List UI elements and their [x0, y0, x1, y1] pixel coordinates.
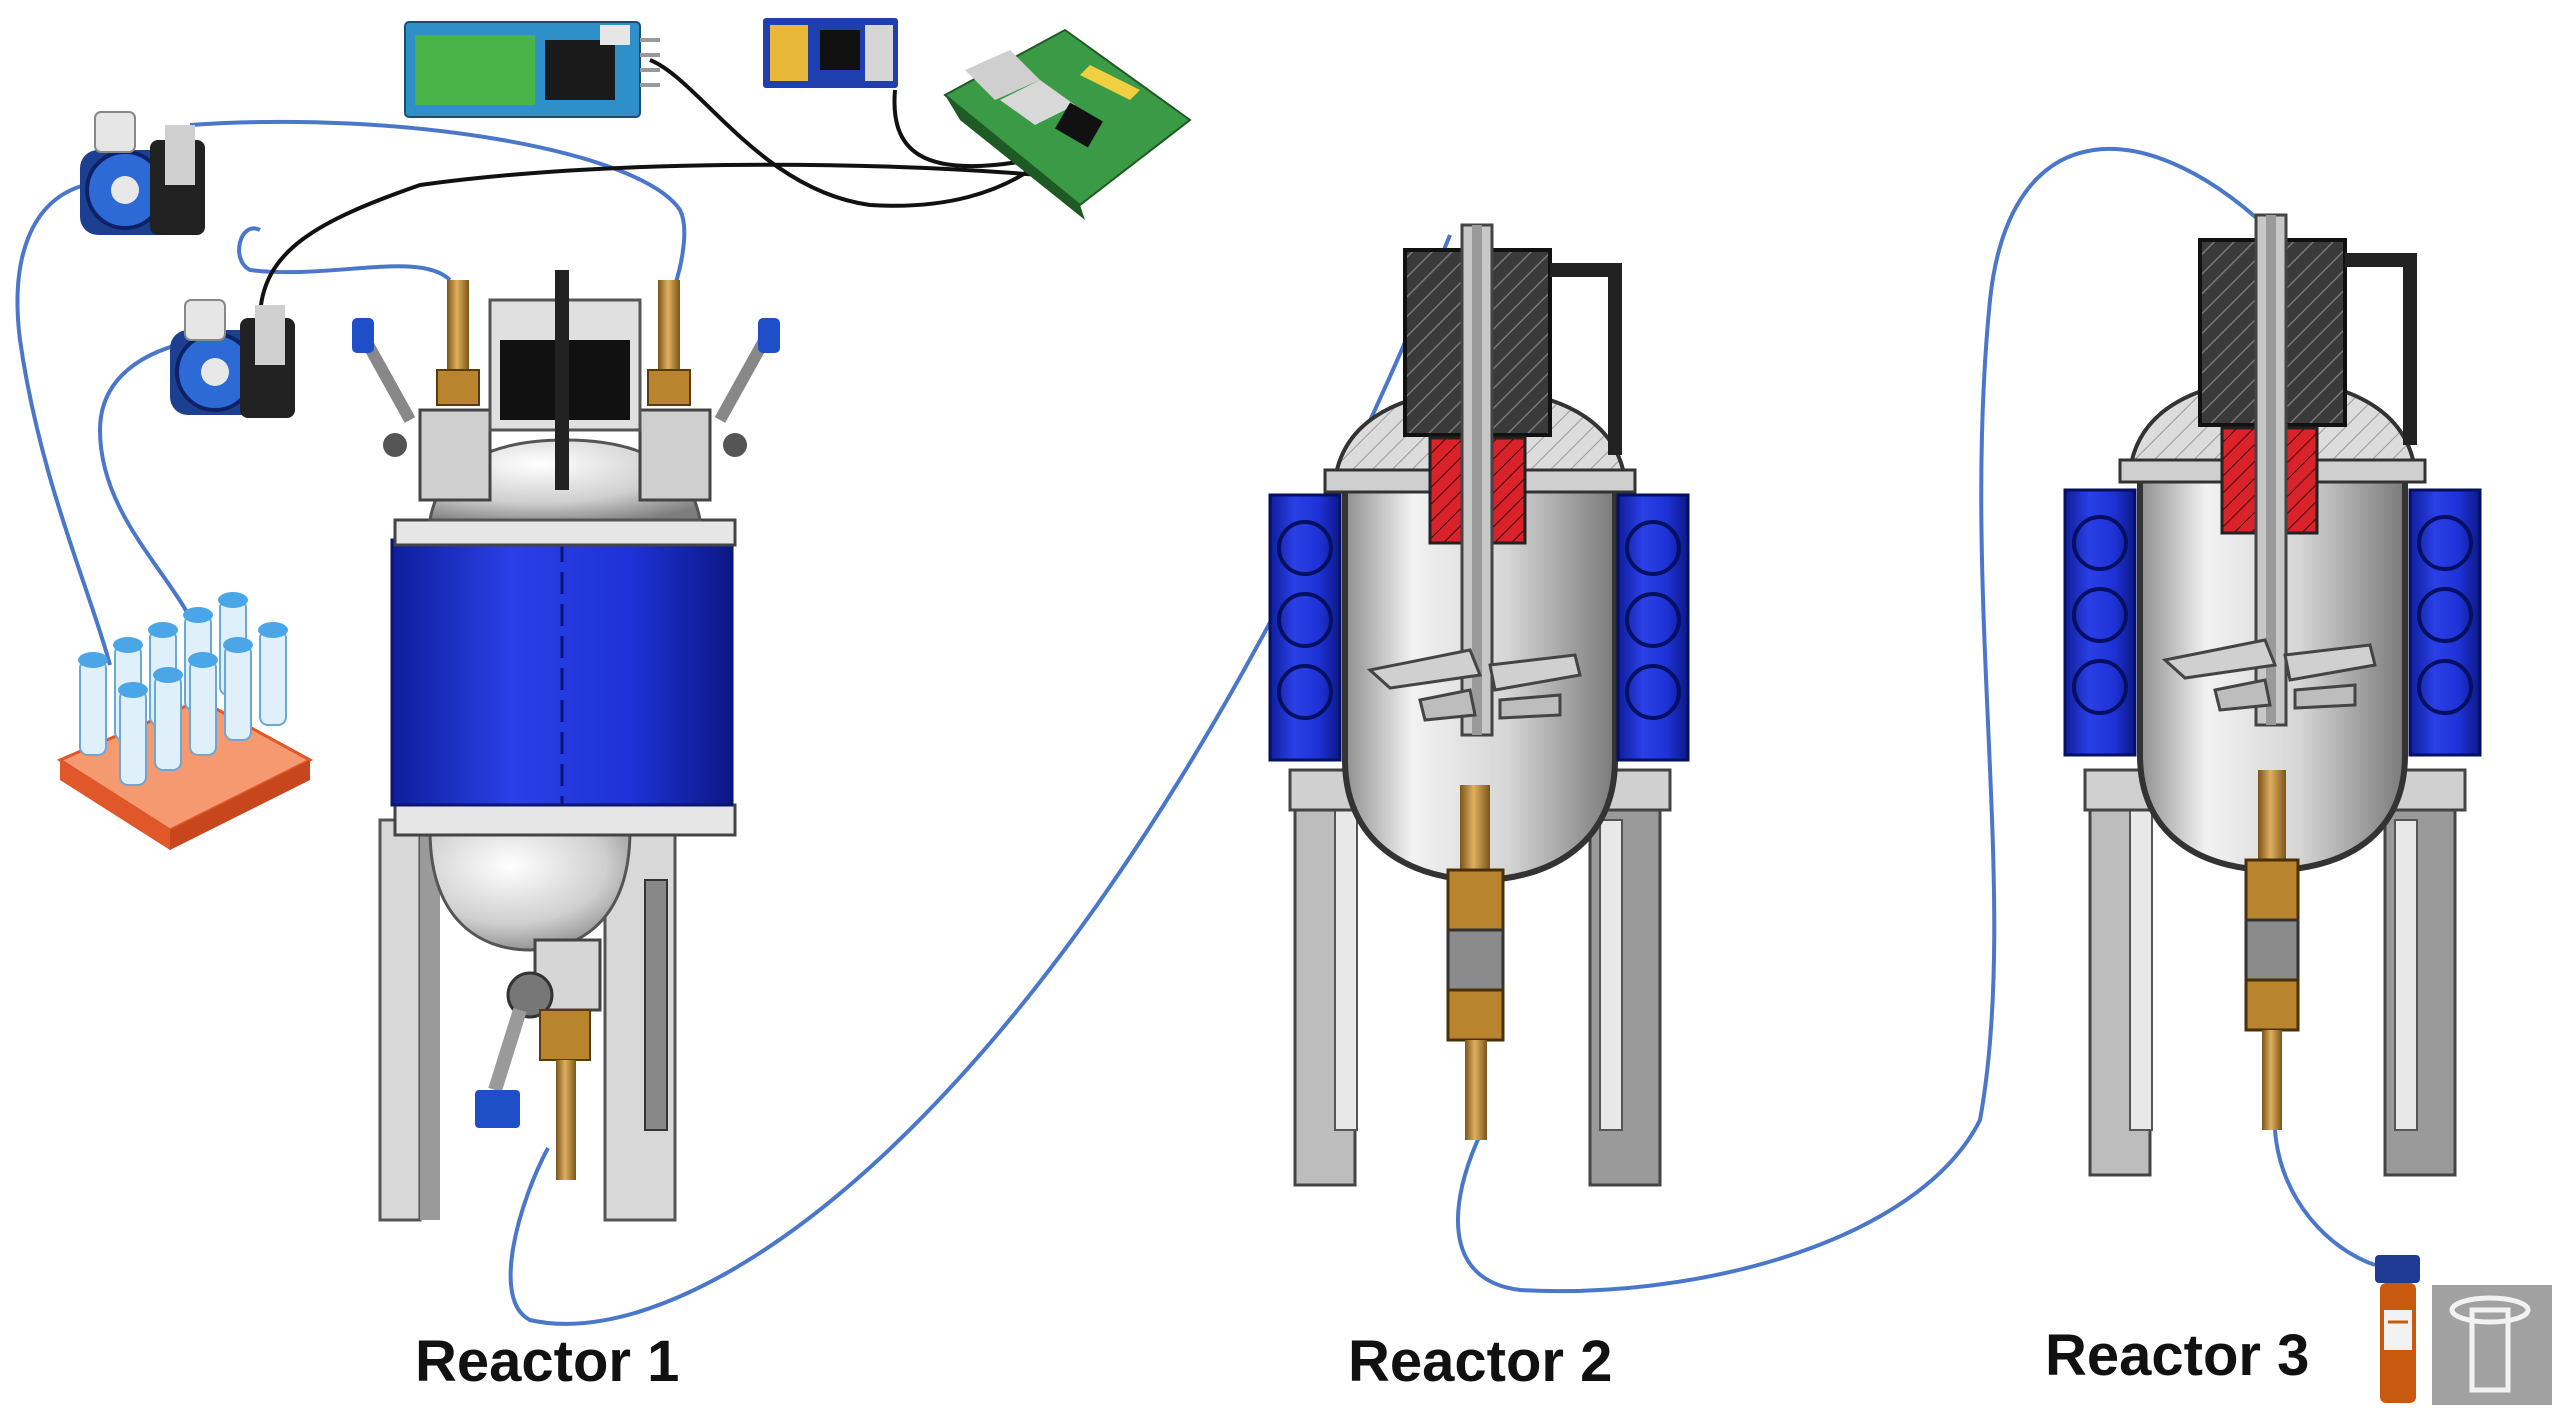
- reactor-1-label: Reactor 1: [415, 1329, 680, 1394]
- reactor-2-label: Reactor 2: [1348, 1329, 1613, 1394]
- reactor-3-label: Reactor 3: [2045, 1323, 2310, 1388]
- signal-cables: [258, 58, 1041, 321]
- peristaltic-pump-icon: [80, 111, 205, 235]
- tubing-lines: [15, 119, 2376, 1326]
- cuvette-icon: [2432, 1285, 2552, 1405]
- sample-vial-icon: [2375, 1255, 2420, 1403]
- reactor-2-drawing: [1268, 223, 1690, 1187]
- raspberry-pi-icon: [943, 28, 1192, 220]
- bluetooth-module-icon: [404, 21, 660, 118]
- wireless-module-icon: [763, 18, 898, 88]
- reactor-1-drawing: [352, 270, 780, 1222]
- tube-rack-icon: [56, 592, 314, 850]
- reactor-3-drawing: [2063, 213, 2482, 1177]
- peristaltic-pump-icon: [170, 299, 295, 418]
